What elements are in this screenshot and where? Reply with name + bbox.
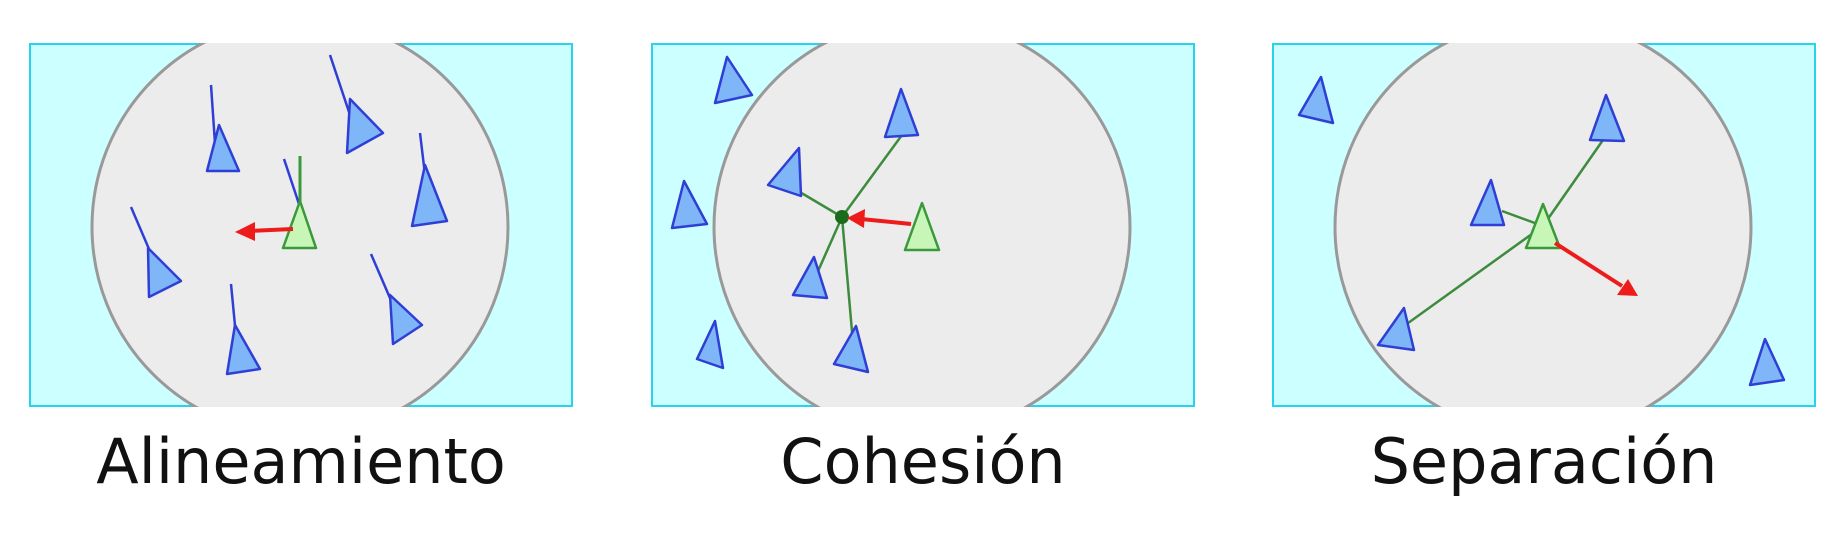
separacion-panel xyxy=(1272,43,1816,407)
boid xyxy=(695,319,725,370)
separacion-caption: Separación xyxy=(1370,425,1718,498)
boid xyxy=(670,179,709,230)
boid xyxy=(1376,306,1416,352)
steering-arrow xyxy=(235,222,294,241)
center-of-mass xyxy=(835,210,849,224)
boid xyxy=(282,158,302,208)
boid xyxy=(1748,337,1786,387)
boid xyxy=(410,132,449,228)
boid xyxy=(791,255,829,300)
steering-arrow xyxy=(1553,241,1638,296)
alineamiento-diagram xyxy=(29,43,573,407)
boid xyxy=(1297,75,1335,125)
cohesion-caption: Cohesión xyxy=(780,425,1066,498)
boid xyxy=(832,324,870,374)
boid xyxy=(1469,178,1506,227)
cohesion-panel xyxy=(651,43,1195,407)
focus-boid xyxy=(281,156,318,250)
cohesion-diagram xyxy=(651,43,1195,407)
boid xyxy=(766,146,803,198)
alineamiento-caption: Alineamiento xyxy=(96,425,506,498)
alineamiento-panel xyxy=(29,43,573,407)
focus-boid xyxy=(1524,202,1562,250)
boid xyxy=(205,84,241,173)
focus-boid xyxy=(903,201,941,252)
boid xyxy=(883,87,920,139)
steering-arrow xyxy=(847,209,912,228)
boid xyxy=(1588,93,1626,143)
boid xyxy=(328,54,385,155)
boid xyxy=(369,253,424,346)
boid xyxy=(129,206,183,299)
boid xyxy=(225,283,262,376)
boid xyxy=(713,55,754,105)
separacion-diagram xyxy=(1272,43,1816,407)
